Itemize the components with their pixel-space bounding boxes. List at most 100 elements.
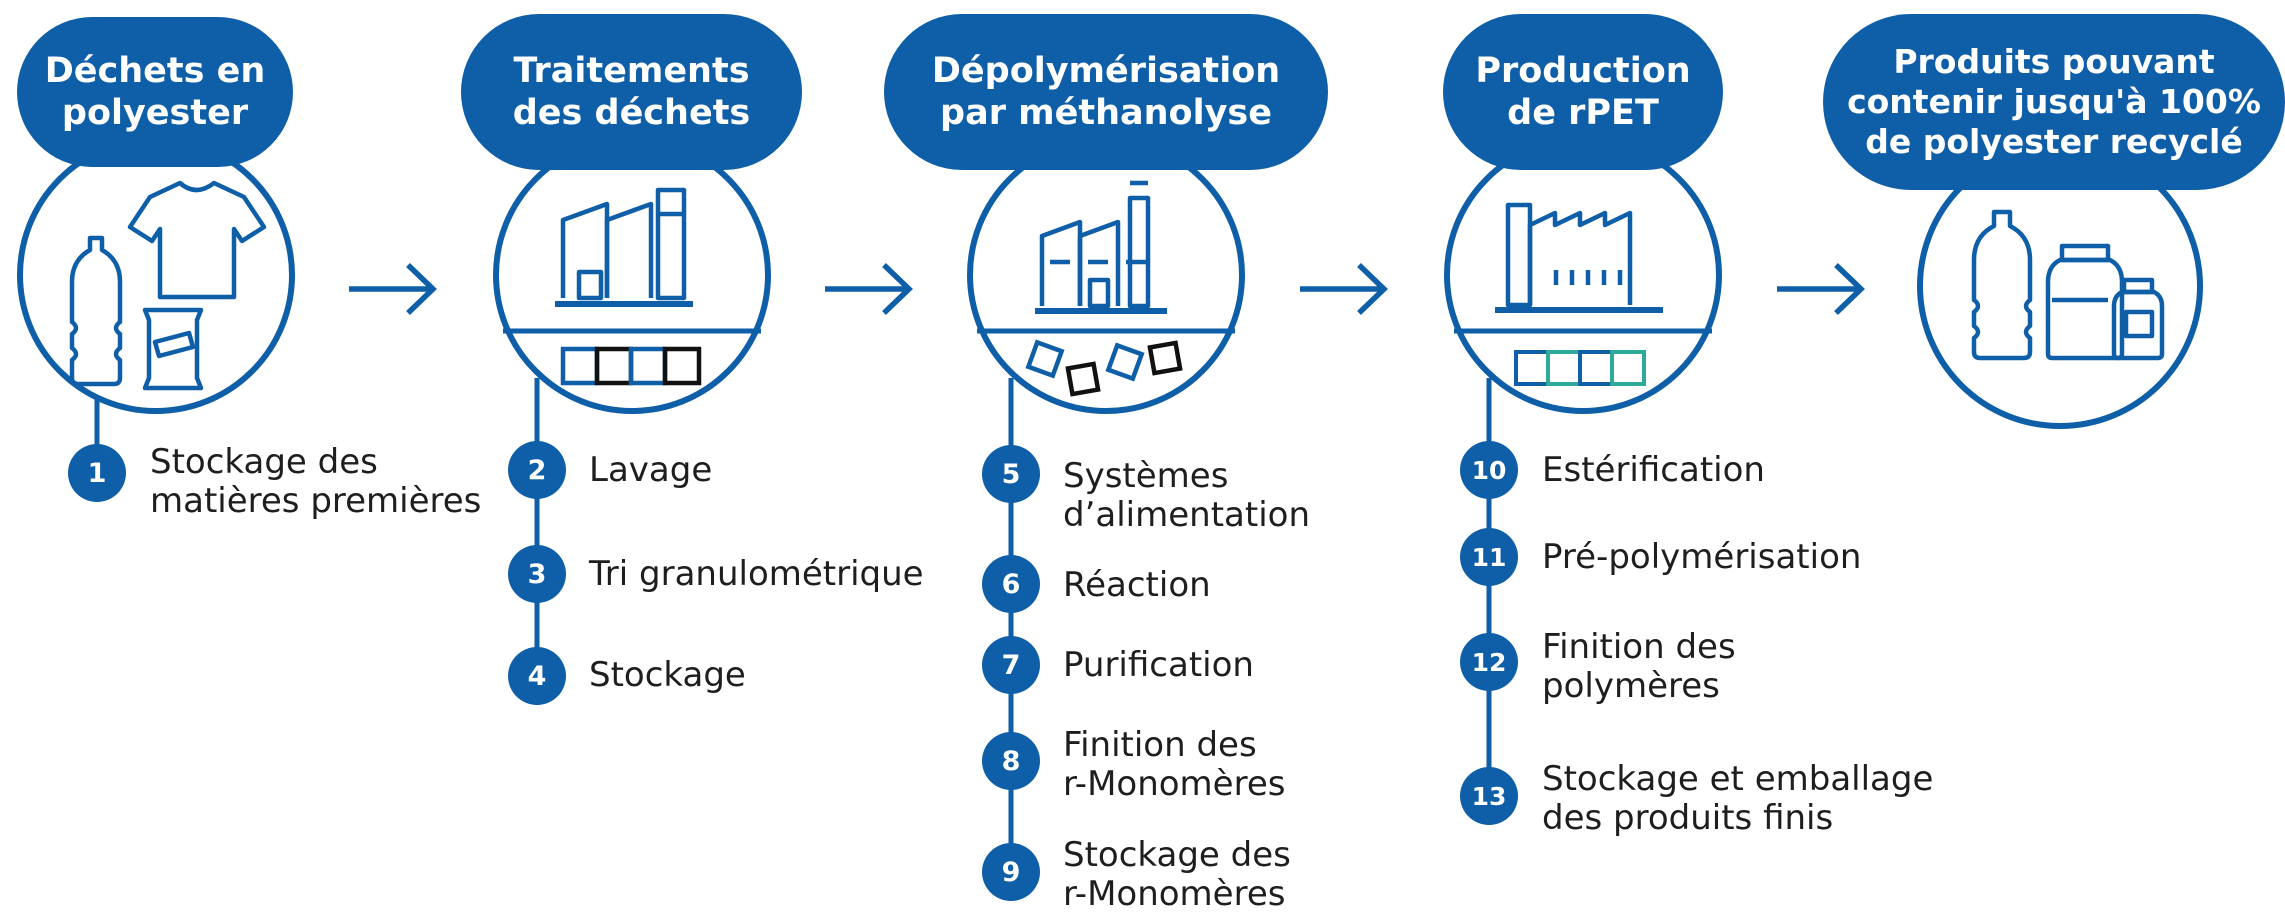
step-badges [68,441,1518,901]
step-badge [982,732,1040,790]
stage-title-line: de polyester recyclé [1865,122,2243,161]
step-label: Stockage et emballage des produits finis [1542,760,1933,838]
stage-title-line: des déchets [512,93,751,133]
step-number: 3 [527,558,547,590]
stage-title-pill [17,17,293,167]
step-number: 9 [1001,856,1021,888]
arrow-right-icon [349,263,437,315]
step-label-line: Purification [1063,645,1254,685]
step-badge [68,444,126,502]
step-label-line: polymères [1542,666,1720,706]
step-badge [1460,441,1518,499]
stage-title-production: Production de rPET [1443,14,1723,170]
step-label: Pré-polymérisation [1542,538,1861,577]
stage-title-line: Déchets en [44,51,266,91]
step-number: 10 [1471,455,1507,485]
bottle-tshirt-bag-icon [69,180,267,391]
stage-production [1443,14,1723,414]
tumbling-squares-icon [1025,339,1183,397]
step-badge [982,843,1040,901]
step-label-line: Tri granulométrique [589,554,924,594]
factory-sawtooth-icon [1495,202,1663,313]
stage-title-line: Produits pouvant [1893,42,2215,81]
step-label-line: Réaction [1063,565,1211,605]
step-label-line: Pré-polymérisation [1542,537,1862,577]
step-number: 5 [1001,458,1021,490]
flow-arrows [349,263,1865,315]
arrow-right-icon [1777,263,1865,315]
step-badge [982,555,1040,613]
stage-title-line: Traitements [513,51,750,91]
stage-title-line: polyester [61,93,249,133]
step-badge [508,545,566,603]
step-label-line: r-Monomères [1063,764,1286,804]
stage-title-pill [1823,14,2285,190]
step-badge [1460,528,1518,586]
step-label-line: Stockage et emballage [1542,759,1934,799]
step-label: Tri granulométrique [589,555,924,594]
step-label: Stockage des r-Monomères [1063,836,1291,914]
step-number: 7 [1001,649,1021,681]
step-label: Réaction [1063,566,1211,605]
factory-icon [1035,180,1167,314]
step-label: Systèmes d’alimentation [1063,457,1310,535]
step-badge [508,441,566,499]
arrow-right-icon [1300,263,1388,315]
stage-title-line: contenir jusqu'à 100% [1847,82,2261,121]
stage-products [1823,14,2285,429]
stage-circle [1444,136,1722,414]
stage-title-line: Production [1475,51,1691,91]
step-label-line: d’alimentation [1063,495,1310,535]
step-label: Finition des polymères [1542,628,1736,706]
step-number: 6 [1001,568,1021,600]
step-number: 13 [1471,781,1507,811]
step-label: Stockage des matières premières [150,443,481,521]
stage-treatment [461,14,802,414]
step-label: Stockage [589,656,746,695]
step-label-line: matières premières [150,481,482,521]
stage-circle [17,136,295,414]
stage-waste [17,17,295,414]
stage-title-pill [461,14,802,170]
step-label-line: Stockage [589,655,746,695]
stage-title-depolymerisation: Dépolymérisation par méthanolyse [884,14,1328,170]
step-badge [1460,633,1518,691]
step-label-line: Finition des [1542,627,1736,667]
step-label-line: r-Monomères [1063,874,1286,914]
rpet-squares-icon [1514,350,1646,386]
step-badge [982,445,1040,503]
step-number: 11 [1471,542,1507,572]
stage-title-line: Dépolymérisation [931,51,1281,91]
step-label: Finition des r-Monomères [1063,726,1285,804]
arrow-right-icon [825,263,913,315]
bottle-jars-icon [1971,209,2165,361]
stage-title-products: Produits pouvant contenir jusqu'à 100% d… [1823,14,2285,190]
stage-title-treatment: Traitements des déchets [461,14,802,170]
step-label-line: Finition des [1063,725,1257,765]
step-label-line: Stockage des [150,442,378,482]
stage-title-line: de rPET [1507,93,1659,133]
step-number: 2 [527,454,547,486]
step-badge [508,647,566,705]
sorting-squares-icon [560,346,702,386]
stage-title-waste: Déchets en polyester [17,17,293,167]
step-badge [982,636,1040,694]
step-number: 1 [87,457,107,489]
step-label-line: Lavage [589,450,713,490]
stage-depolymerisation [884,14,1328,414]
step-label: Lavage [589,451,712,490]
factory-icon [555,187,693,307]
step-label-line: des produits finis [1542,798,1834,838]
step-label-line: Estérification [1542,450,1765,490]
step-label: Estérification [1542,451,1765,490]
step-label: Purification [1063,646,1254,685]
step-label-line: Stockage des [1063,835,1291,875]
stage-title-pill [884,14,1328,170]
step-number: 12 [1471,647,1507,677]
step-number: 4 [527,660,547,692]
stage-title-line: par méthanolyse [940,93,1272,133]
step-badge [1460,767,1518,825]
step-number: 8 [1001,745,1021,777]
step-label-line: Systèmes [1063,456,1229,496]
